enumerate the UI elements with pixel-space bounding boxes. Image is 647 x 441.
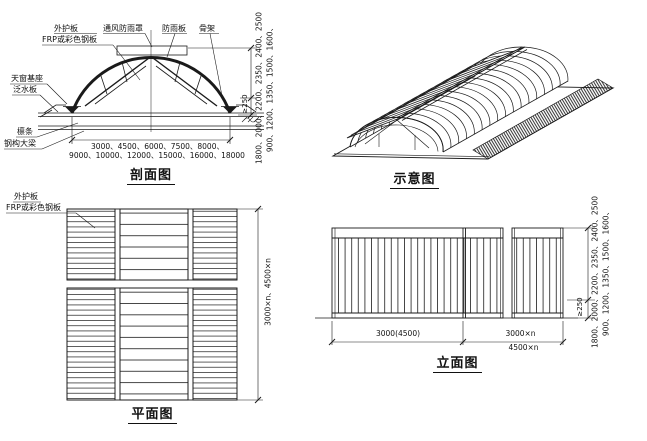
- section-height-dims-line1: 900、1200、1350、1500、1600、: [265, 23, 275, 153]
- plan-view-title: 平面图: [100, 403, 205, 424]
- elevation-view-drawing: [315, 224, 595, 346]
- section-view-title-text: 剖面图: [126, 164, 175, 185]
- plan-view-drawing: [6, 201, 263, 404]
- plan-label-outer-panel: 外护板: [14, 192, 38, 201]
- elevation-height-dims-line2: 1800、2000、2200、2350、2400、2500: [590, 195, 600, 349]
- section-label-flashing: 泛水板: [13, 85, 37, 94]
- section-view-drawing: [4, 30, 264, 150]
- elevation-module-dim2: 4500×n: [508, 343, 539, 352]
- elevation-curb-dim: ≥250: [576, 297, 584, 317]
- section-view-title: 剖面图: [96, 164, 206, 185]
- elevation-span-dim: 3000(4500): [375, 329, 421, 338]
- section-width-dims-line1: 3000、4500、6000、7500、8000、: [91, 142, 224, 151]
- elevation-height-dims-line1: 900、1200、1350、1500、1600、: [601, 207, 611, 337]
- section-label-purlin: 檩条: [17, 127, 33, 136]
- section-curb-dim: ≥250: [241, 94, 249, 114]
- plan-length-dim: 3000×n、4500×n: [263, 258, 273, 326]
- plan-label-panel-material: FRP或彩色钢板: [6, 203, 61, 212]
- section-label-panel-material: FRP或彩色钢板: [42, 35, 97, 44]
- elevation-view-title: 立面图: [405, 352, 510, 373]
- section-height-dims-line2: 1800、2000、2200、2350、2400、2500: [254, 11, 264, 165]
- elevation-module-dim: 3000×n: [505, 329, 536, 338]
- schematic-view-title: 示意图: [362, 168, 467, 189]
- section-label-steel-beam: 钢构大梁: [4, 139, 36, 148]
- schematic-view-drawing: [331, 46, 615, 160]
- plan-view-title-text: 平面图: [128, 403, 177, 424]
- section-label-vent-rain-cover: 通风防雨罩: [103, 24, 143, 33]
- section-label-frame: 骨架: [199, 24, 215, 33]
- section-label-outer-panel: 外护板: [54, 24, 78, 33]
- section-label-rain-shield: 防雨板: [162, 24, 186, 33]
- section-label-skylight-base: 天窗基座: [11, 74, 43, 83]
- schematic-view-title-text: 示意图: [390, 168, 439, 189]
- section-width-dims-line2: 9000、10000、12000、15000、16000、18000: [69, 151, 245, 160]
- elevation-view-title-text: 立面图: [433, 352, 482, 373]
